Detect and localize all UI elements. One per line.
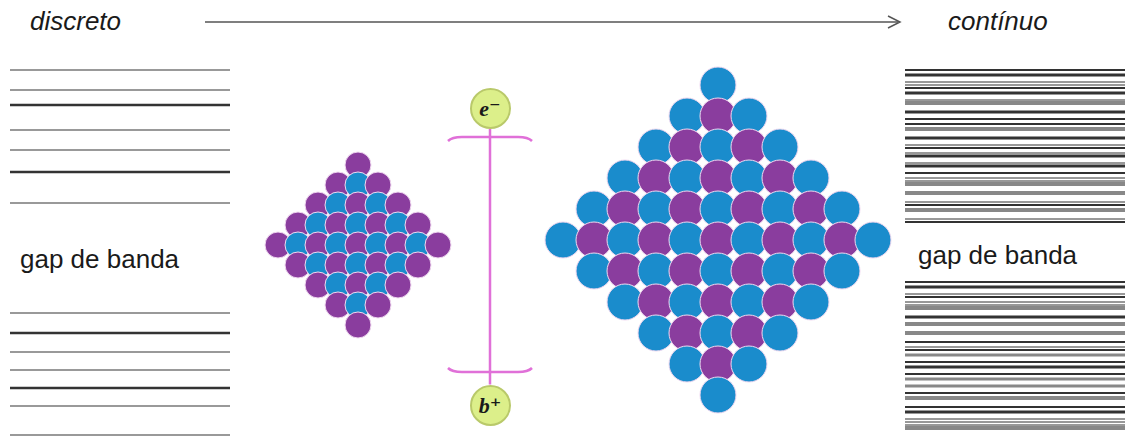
energy-level <box>905 411 1125 414</box>
energy-levels <box>10 70 1125 435</box>
energy-level <box>10 129 230 131</box>
energy-level <box>10 351 230 353</box>
energy-level <box>905 137 1125 140</box>
energy-level <box>905 82 1125 83</box>
atom <box>345 312 371 338</box>
nanocrystals <box>265 67 891 413</box>
energy-level <box>10 149 230 151</box>
energy-level <box>905 111 1125 114</box>
atom <box>855 222 891 258</box>
energy-level <box>905 306 1125 310</box>
energy-level <box>905 316 1125 319</box>
energy-level <box>905 426 1125 430</box>
energy-level <box>905 127 1125 131</box>
energy-level <box>10 369 230 371</box>
energy-level <box>905 392 1125 394</box>
energy-level <box>905 101 1125 105</box>
energy-level <box>10 69 230 71</box>
energy-level <box>905 349 1125 351</box>
energy-level <box>905 163 1125 164</box>
axis-label: discreto <box>30 8 121 34</box>
energy-level <box>10 104 230 107</box>
energy-level <box>10 434 230 436</box>
energy-level <box>905 302 1125 303</box>
energy-level <box>10 171 230 174</box>
energy-level <box>905 366 1125 369</box>
energy-level <box>905 182 1125 186</box>
energy-level <box>905 354 1125 357</box>
energy-level <box>905 202 1125 203</box>
atom <box>365 292 391 318</box>
energy-level <box>905 221 1125 223</box>
energy-level <box>10 405 230 407</box>
energy-level <box>905 422 1125 423</box>
energy-level <box>905 172 1125 174</box>
charge-circle: e⁻ <box>470 88 511 129</box>
energy-level <box>905 181 1125 182</box>
energy-level <box>905 396 1125 400</box>
energy-level <box>905 69 1125 71</box>
energy-level <box>905 219 1125 220</box>
energy-level <box>905 191 1125 195</box>
energy-level <box>10 312 230 314</box>
energy-level <box>905 294 1125 295</box>
energy-level <box>905 425 1125 426</box>
atom <box>385 272 411 298</box>
atom <box>405 252 431 278</box>
energy-level <box>905 361 1125 363</box>
atom <box>731 346 767 382</box>
energy-level <box>905 153 1125 154</box>
energy-level <box>905 74 1125 77</box>
band-gap-label: gap de banda <box>20 246 179 272</box>
energy-level <box>905 123 1125 125</box>
energy-level <box>10 332 230 335</box>
bracket-line <box>490 129 491 385</box>
energy-level <box>905 100 1125 101</box>
band-gap-label: gap de banda <box>918 242 1077 268</box>
energy-level <box>905 208 1125 212</box>
atom <box>762 315 798 351</box>
energy-level <box>905 147 1125 149</box>
energy-level <box>905 305 1125 306</box>
scale-arrow <box>205 21 898 23</box>
atom <box>793 284 829 320</box>
axis-label: contínuo <box>948 8 1048 34</box>
energy-level <box>905 331 1125 335</box>
charge-symbol: b⁺ <box>479 392 502 419</box>
energy-level <box>905 204 1125 206</box>
energy-level <box>905 92 1125 95</box>
energy-level <box>905 281 1125 283</box>
energy-level <box>905 378 1125 381</box>
atom <box>425 232 451 258</box>
energy-level <box>905 341 1125 343</box>
energy-level <box>905 385 1125 388</box>
energy-level <box>905 419 1125 420</box>
energy-level <box>905 296 1125 298</box>
charge-symbol: e⁻ <box>479 95 500 122</box>
energy-level <box>905 178 1125 179</box>
energy-level <box>905 286 1125 289</box>
scale-arrowhead <box>888 16 900 28</box>
energy-level <box>905 85 1125 86</box>
energy-level <box>10 387 230 390</box>
energy-level <box>905 118 1125 120</box>
energy-level <box>10 202 230 204</box>
energy-level <box>905 373 1125 375</box>
charge-circle: b⁺ <box>470 385 511 426</box>
energy-level <box>905 322 1125 326</box>
atom <box>824 253 860 289</box>
energy-level <box>10 89 230 91</box>
atom <box>700 377 736 413</box>
energy-level <box>905 347 1125 348</box>
bracket-line <box>489 129 492 385</box>
energy-level <box>905 155 1125 158</box>
energy-level <box>905 145 1125 146</box>
energy-level <box>905 87 1125 89</box>
energy-level <box>905 165 1125 168</box>
energy-level <box>905 406 1125 408</box>
